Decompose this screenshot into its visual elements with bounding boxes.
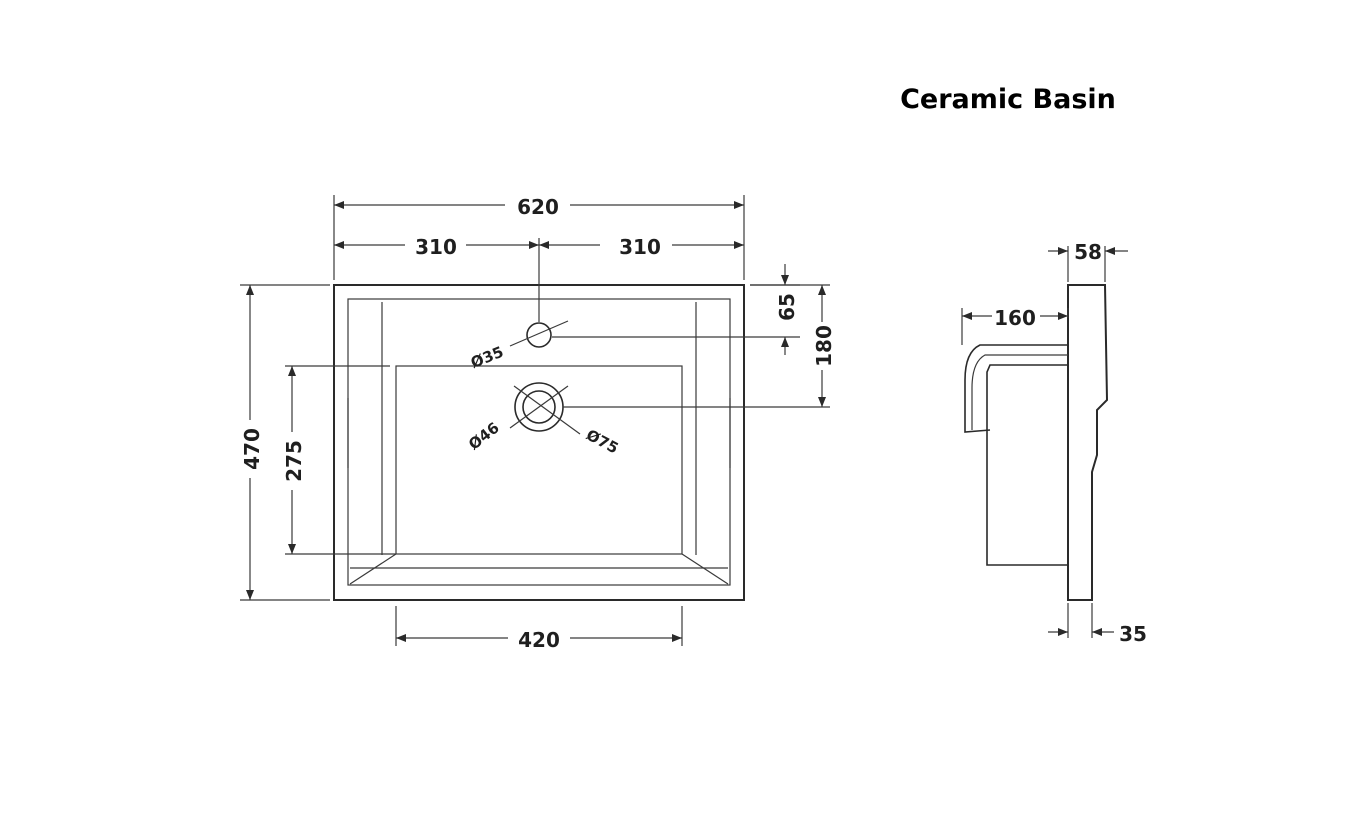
waste-inner xyxy=(522,390,556,424)
dim-projection: 160 xyxy=(994,306,1036,330)
dim-bowl-depth: 275 xyxy=(282,440,306,482)
side-slab xyxy=(1067,284,1109,601)
dim-overall-width: 620 xyxy=(517,195,559,219)
dim-tap-hole-offset: 65 xyxy=(775,293,799,321)
dim-waste-inner-diameter: Ø46 xyxy=(465,419,503,454)
dim-half-width-right: 310 xyxy=(619,235,661,259)
dim-overall-depth: 470 xyxy=(240,428,264,470)
dim-half-width-left: 310 xyxy=(415,235,457,259)
bowl-outline xyxy=(395,365,683,555)
dim-tap-hole-diameter: Ø35 xyxy=(468,343,506,372)
dim-top-thickness: 58 xyxy=(1074,240,1102,264)
tap-hole xyxy=(526,322,552,348)
side-bowl xyxy=(986,364,1068,566)
dim-bottom-thickness: 35 xyxy=(1119,622,1147,646)
dim-waste-offset: 180 xyxy=(812,325,836,367)
plan-view xyxy=(333,284,745,601)
plan-dimensions: 620 310 310 470 275 420 xyxy=(240,195,836,652)
dim-waste-outer-diameter: Ø75 xyxy=(583,426,621,458)
basin-inner-rim xyxy=(347,298,731,586)
dim-bowl-width: 420 xyxy=(518,628,560,652)
drawing-title: Ceramic Basin xyxy=(900,84,1116,115)
side-view: 58 160 35 xyxy=(961,240,1147,646)
